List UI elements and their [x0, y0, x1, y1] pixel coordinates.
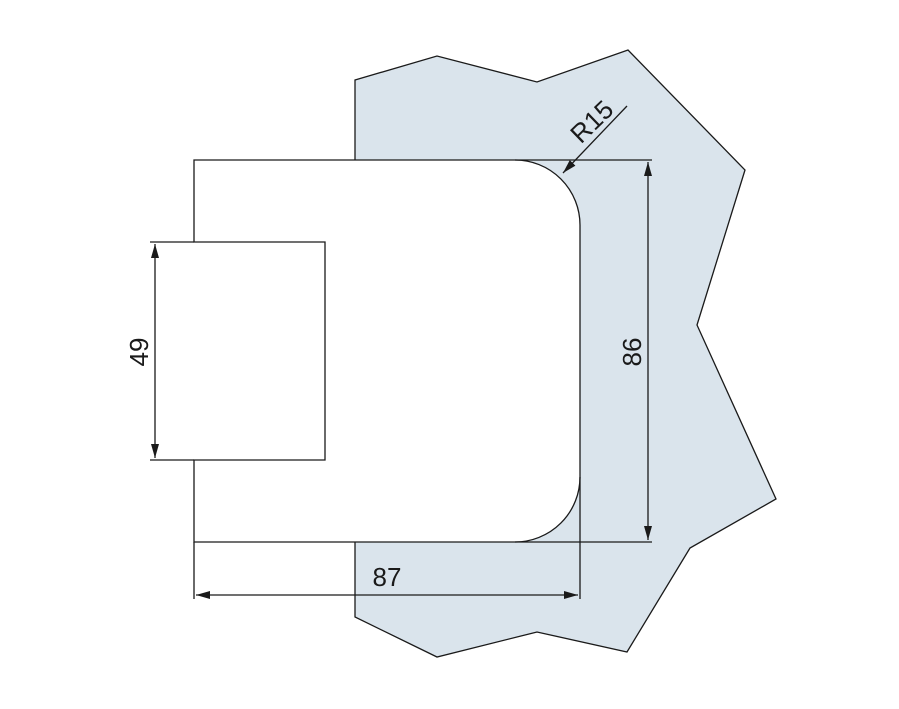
dimension-49: 49 [124, 241, 194, 461]
dimension-86: 86 [515, 159, 652, 543]
dimension-label-49: 49 [124, 338, 154, 367]
radius-leader-line [562, 105, 628, 174]
dimension-label-87: 87 [373, 562, 402, 592]
dimension-87: 87 [193, 477, 581, 599]
part-outline [193, 159, 581, 543]
dimension-label-86: 86 [617, 338, 647, 367]
